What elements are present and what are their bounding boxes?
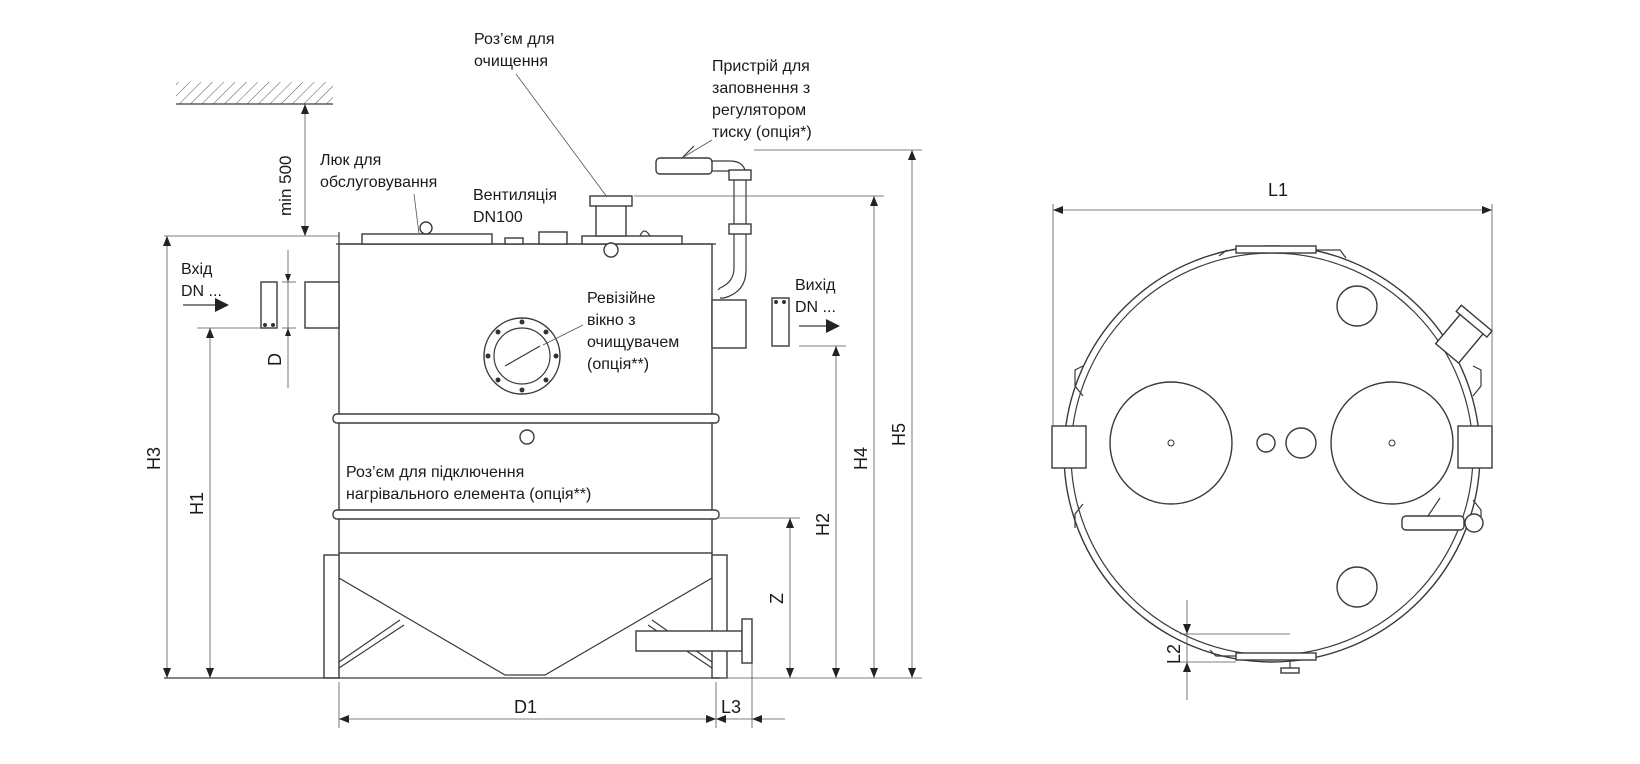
label-outlet: Вихід DN ... bbox=[795, 277, 836, 316]
svg-text:DN ...: DN ... bbox=[795, 299, 836, 316]
dim-H4: H4 bbox=[851, 447, 871, 470]
svg-text:очищення: очищення bbox=[474, 53, 548, 70]
svg-text:тиску (опція*): тиску (опція*) bbox=[712, 124, 812, 141]
inlet-stub-top-view bbox=[1051, 425, 1087, 469]
svg-text:очищувачем: очищувачем bbox=[587, 334, 679, 351]
outlet-arrow bbox=[799, 319, 840, 333]
dim-H5: H5 bbox=[889, 423, 909, 446]
svg-text:Ревізійне: Ревізійне bbox=[587, 290, 656, 307]
dimension-H4: H4 bbox=[634, 195, 884, 678]
svg-text:(опція**): (опція**) bbox=[587, 356, 649, 373]
cleaning-port bbox=[581, 195, 683, 258]
svg-text:Пристрій для: Пристрій для bbox=[712, 58, 810, 75]
manhole-left bbox=[1109, 381, 1233, 505]
dimension-L1: L1 bbox=[1052, 180, 1493, 426]
label-heating-connector: Роз’єм для підключення нагрівального еле… bbox=[346, 464, 591, 503]
svg-text:обслуговування: обслуговування bbox=[320, 174, 437, 191]
dimension-D: D bbox=[265, 250, 296, 388]
svg-text:Роз’єм для підключення: Роз’єм для підключення bbox=[346, 464, 524, 481]
heating-connector bbox=[519, 429, 535, 445]
hook-left bbox=[1074, 365, 1084, 397]
dim-L2: L2 bbox=[1164, 644, 1184, 664]
outlet-stub-top-view bbox=[1457, 425, 1493, 469]
dim-D1: D1 bbox=[514, 697, 537, 717]
dimension-H1: H1 bbox=[187, 327, 261, 678]
dim-D: D bbox=[265, 353, 285, 366]
side-view: min 500 bbox=[144, 31, 922, 728]
dim-H3: H3 bbox=[144, 447, 164, 470]
svg-text:DN100: DN100 bbox=[473, 209, 523, 226]
svg-text:DN ...: DN ... bbox=[181, 283, 222, 300]
manhole-right bbox=[1330, 381, 1454, 505]
dimension-H5: H5 bbox=[754, 149, 922, 678]
dim-Z: Z bbox=[767, 593, 787, 604]
hook-left-lower bbox=[1074, 503, 1084, 528]
drain-pipe bbox=[635, 618, 753, 664]
dim-L3: L3 bbox=[721, 697, 741, 717]
label-filling-device: Пристрій для заповнення з регулятором ти… bbox=[712, 58, 812, 141]
svg-text:заповнення з: заповнення з bbox=[712, 80, 810, 97]
svg-text:Вхід: Вхід bbox=[181, 261, 213, 278]
dim-min-clearance: min 500 bbox=[276, 156, 295, 216]
angled-stub bbox=[1434, 304, 1494, 364]
dimension-Z: Z bbox=[719, 517, 800, 678]
leader-lines bbox=[413, 73, 713, 346]
min-clearance-dimension: min 500 bbox=[276, 104, 309, 236]
dim-H2: H2 bbox=[813, 513, 833, 536]
bottom-rim-fittings bbox=[1209, 649, 1317, 674]
inspection-window-bolts bbox=[485, 319, 559, 393]
top-rim-fittings bbox=[1218, 245, 1347, 259]
dimension-D1-L3: D1 L3 bbox=[338, 663, 785, 728]
svg-text:Вихід: Вихід bbox=[795, 277, 836, 294]
label-inspection-window: Ревізійне вікно з очищувачем (опція**) bbox=[587, 290, 679, 373]
svg-text:регулятором: регулятором bbox=[712, 102, 806, 119]
top-view: L1 L2 bbox=[1051, 180, 1494, 700]
inlet-arrow bbox=[183, 298, 229, 312]
filling-device-top-view bbox=[1401, 497, 1484, 533]
filling-device bbox=[655, 145, 752, 349]
svg-text:нагрівального елемента (опція*: нагрівального елемента (опція**) bbox=[346, 486, 591, 503]
inspection-window bbox=[483, 317, 561, 395]
port-bottom bbox=[1336, 566, 1378, 608]
dim-H1: H1 bbox=[187, 492, 207, 515]
label-cleaning-port: Роз’єм для очищення bbox=[474, 31, 555, 70]
service-hatch bbox=[361, 221, 493, 245]
label-service-hatch: Люк для обслуговування bbox=[320, 152, 437, 191]
ventilation-pipe bbox=[504, 231, 568, 245]
svg-text:Роз’єм для: Роз’єм для bbox=[474, 31, 555, 48]
outlet-flange bbox=[771, 297, 790, 347]
dimension-H2: H2 bbox=[799, 345, 846, 678]
label-inlet: Вхід DN ... bbox=[181, 261, 222, 300]
tank-legs bbox=[323, 554, 728, 679]
tank-body bbox=[332, 232, 720, 676]
port-top bbox=[1336, 285, 1378, 327]
hook-right bbox=[1472, 365, 1482, 397]
port-center-small bbox=[1256, 433, 1276, 453]
inlet-pipe bbox=[260, 281, 340, 329]
svg-text:Вентиляція: Вентиляція bbox=[473, 187, 557, 204]
label-ventilation: Вентиляція DN100 bbox=[473, 187, 557, 226]
dimension-L2: L2 bbox=[1164, 600, 1290, 700]
port-center-large bbox=[1285, 427, 1317, 459]
svg-text:вікно з: вікно з bbox=[587, 312, 636, 329]
svg-text:Люк для: Люк для bbox=[320, 152, 381, 169]
dim-L1: L1 bbox=[1268, 180, 1288, 200]
ceiling-hatch bbox=[176, 82, 333, 105]
dimension-H3: H3 bbox=[144, 235, 339, 678]
